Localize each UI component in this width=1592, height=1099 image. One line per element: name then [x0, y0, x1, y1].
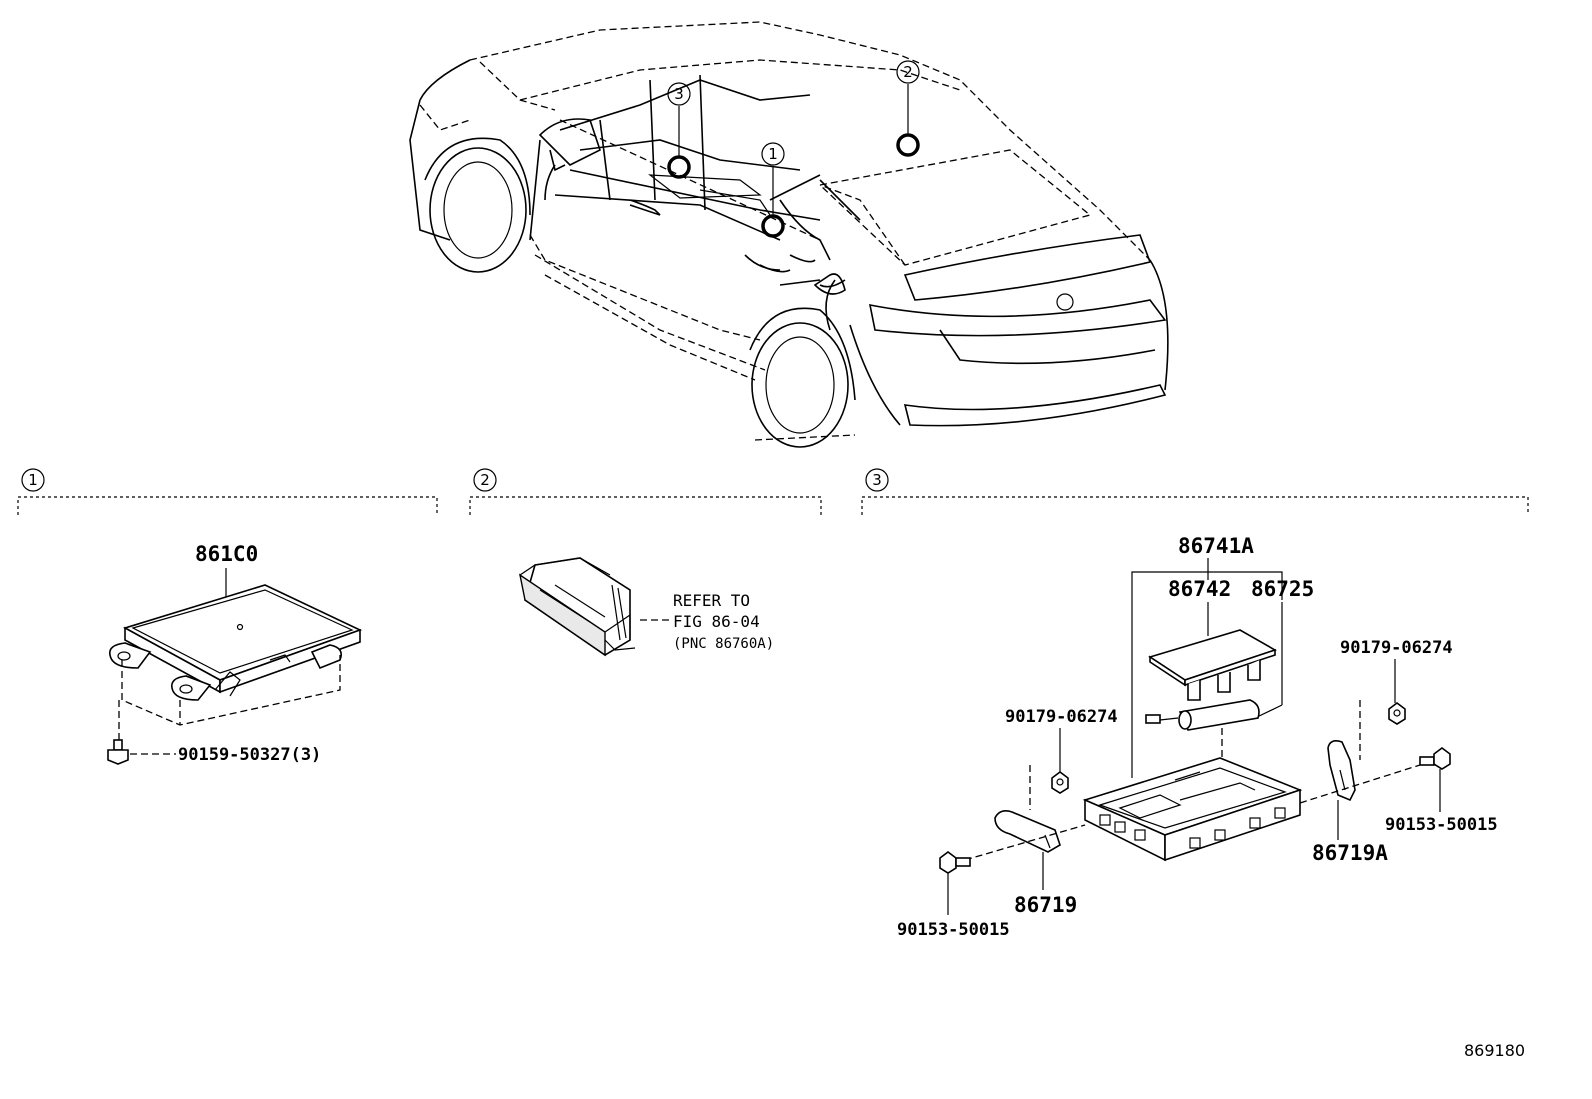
svg-text:1: 1: [768, 145, 778, 163]
figure-number: 869180: [1464, 1041, 1525, 1060]
label-nut-right: 90179-06274: [1340, 638, 1453, 658]
bracket-86719: [994, 810, 1061, 853]
ecu-main-unit: [1082, 757, 1303, 862]
refer-line-1: REFER TO: [673, 591, 750, 610]
bolt-right-90153: [1419, 747, 1451, 770]
label-861c0: 861C0: [195, 542, 258, 566]
label-nut-left: 90179-06274: [1005, 707, 1118, 727]
label-bolt-right: 90153-50015: [1385, 815, 1498, 835]
label-86719a: 86719A: [1312, 841, 1388, 865]
bolt-left-90153: [939, 851, 971, 874]
svg-text:2: 2: [480, 471, 490, 489]
emblem-icon: [1056, 293, 1074, 311]
refer-line-3: (PNC 86760A): [673, 636, 774, 652]
car-illustration: 3 2 1: [409, 21, 1169, 448]
label-86719: 86719: [1014, 893, 1077, 917]
car-callout-3: 3: [667, 82, 691, 106]
label-86725: 86725: [1251, 577, 1314, 601]
bracket-86719a: [1327, 740, 1356, 802]
section-1-header: 1: [17, 468, 438, 515]
section-1-ecu: 861C0 90159-50327(3): [107, 542, 363, 765]
location-marker-2: [896, 133, 920, 157]
section-2-module: REFER TO FIG 86-04 (PNC 86760A): [518, 557, 774, 657]
section-2-header: 2: [469, 468, 822, 515]
nut-left: [1051, 771, 1069, 794]
label-bolt-left: 90153-50015: [897, 920, 1010, 940]
refer-line-2: FIG 86-04: [673, 612, 760, 631]
bolt-90159-50327: [107, 739, 129, 765]
svg-text:1: 1: [28, 471, 38, 489]
svg-text:3: 3: [674, 85, 684, 103]
label-90159-50327: 90159-50327(3): [178, 745, 321, 765]
location-marker-3: [667, 155, 691, 179]
label-86741a: 86741A: [1178, 534, 1254, 558]
label-86742: 86742: [1168, 577, 1231, 601]
nut-right: [1388, 702, 1406, 725]
rear-wheel: [751, 322, 849, 448]
front-wheel: [429, 147, 527, 273]
svg-text:3: 3: [872, 471, 882, 489]
cover-86742: [1148, 629, 1277, 701]
car-callout-2: 2: [896, 60, 920, 84]
section-3-header: 3: [861, 468, 1529, 515]
car-callout-1: 1: [761, 142, 785, 166]
svg-text:2: 2: [903, 63, 913, 81]
battery-86725: [1145, 699, 1260, 731]
section-3-assembly: 86741A 86742 86725: [897, 534, 1498, 940]
